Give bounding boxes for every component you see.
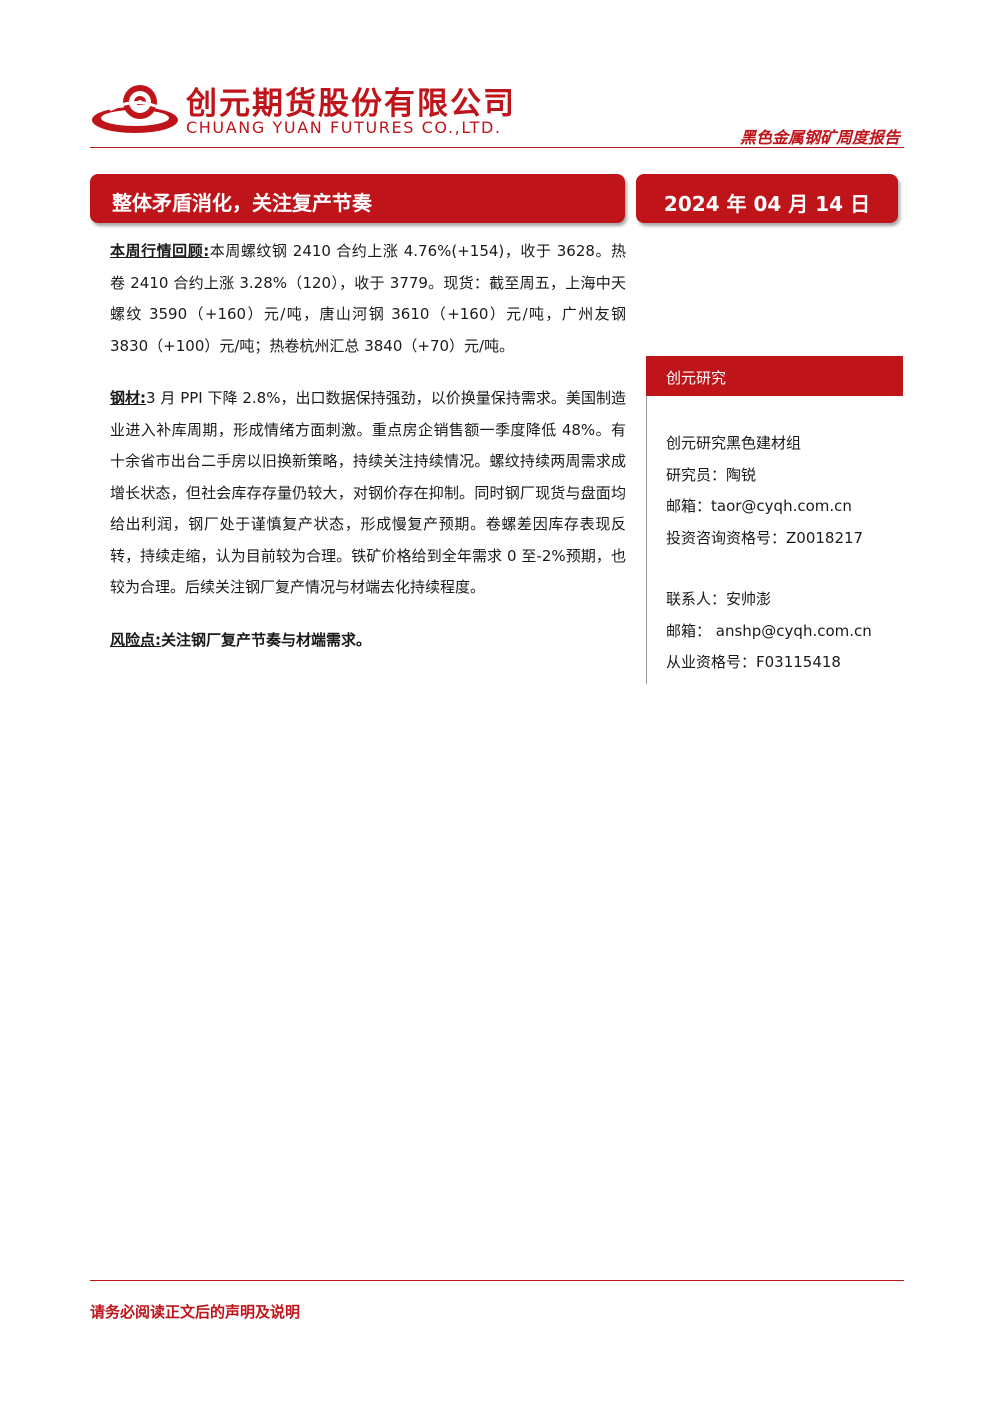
contact-license: 从业资格号：F03115418 xyxy=(666,653,841,671)
main-content: 本周行情回顾:本周螺纹钢 2410 合约上涨 4.76%(+154)，收于 36… xyxy=(110,236,626,677)
risk-paragraph: 风险点:关注钢厂复产节奏与材端需求。 xyxy=(110,625,626,657)
risk-label: 风险点: xyxy=(110,630,161,649)
research-group: 创元研究黑色建材组 xyxy=(666,434,802,452)
risk-text: 关注钢厂复产节奏与材端需求。 xyxy=(161,630,372,649)
steel-paragraph: 钢材:3 月 PPI 下降 2.8%，出口数据保持强劲，以价换量保持需求。美国制… xyxy=(110,383,626,604)
analyst-email[interactable]: 邮箱：taor@cyqh.com.cn xyxy=(666,497,852,515)
steel-label: 钢材: xyxy=(110,389,147,407)
report-date: 2024 年 04 月 14 日 xyxy=(636,174,898,223)
company-name-en: CHUANG YUAN FUTURES CO.,LTD. xyxy=(186,118,502,137)
company-logo xyxy=(92,85,178,133)
contact-email[interactable]: 邮箱： anshp@cyqh.com.cn xyxy=(666,621,872,640)
report-title: 整体矛盾消化，关注复产节奏 xyxy=(90,174,625,223)
report-type: 黑色金属钢矿周度报告 xyxy=(739,128,900,147)
sidebar-banner: 创元研究 xyxy=(646,356,903,396)
contact-name: 联系人：安帅澎 xyxy=(666,590,772,608)
review-label: 本周行情回顾: xyxy=(110,242,210,260)
header-divider xyxy=(90,147,904,148)
contact-info: 创元研究黑色建材组 研究员：陶锐 邮箱：taor@cyqh.com.cn 投资咨… xyxy=(666,428,872,679)
steel-text: 3 月 PPI 下降 2.8%，出口数据保持强劲，以价换量保持需求。美国制造业进… xyxy=(110,389,626,596)
sidebar-divider xyxy=(646,396,647,684)
footer-divider xyxy=(90,1280,904,1281)
analyst-license: 投资咨询资格号：Z0018217 xyxy=(666,528,864,547)
footer-disclaimer: 请务必阅读正文后的声明及说明 xyxy=(90,1303,301,1321)
contact-spacer xyxy=(666,554,872,584)
review-text: 本周螺纹钢 2410 合约上涨 4.76%(+154)，收于 3628。热卷 2… xyxy=(110,242,626,355)
review-paragraph: 本周行情回顾:本周螺纹钢 2410 合约上涨 4.76%(+154)，收于 36… xyxy=(110,236,626,362)
company-name-cn: 创元期货股份有限公司 xyxy=(186,86,516,122)
analyst-name: 研究员：陶锐 xyxy=(666,465,757,484)
